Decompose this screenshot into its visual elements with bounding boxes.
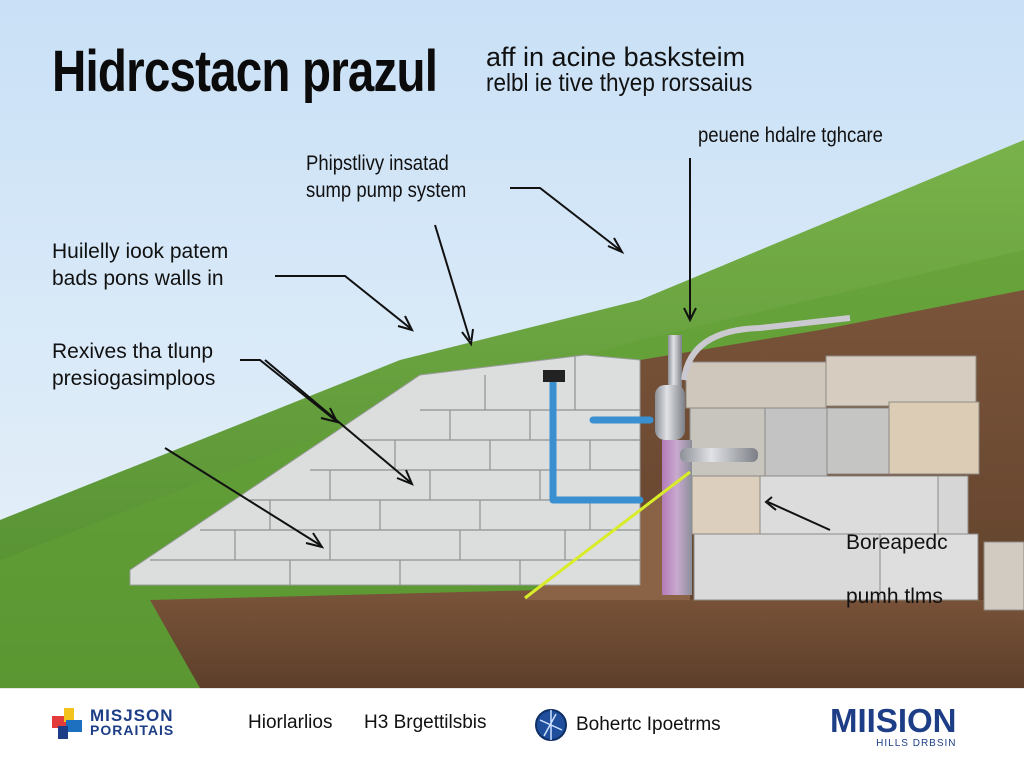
soil-ground <box>150 590 1024 688</box>
callout-stone-wall: Boreapedc pumh tlms <box>846 516 948 624</box>
mission-portals-icon <box>52 708 82 739</box>
diagram-scene: Hidrcstacn prazul aff in acine basksteim… <box>0 0 1024 688</box>
logo-mission-hills: MIISION HILLS DRBSIN <box>830 704 957 750</box>
logo4-line2: HILLS DRBSIN <box>876 738 957 749</box>
logo1-line1: MISJSON <box>90 706 174 725</box>
callout-top-right: peuene hdalre tghcare <box>698 122 883 149</box>
logo3-text: Bohertc Ipoetrms <box>576 714 721 735</box>
blue-drain-pipe <box>549 376 654 504</box>
callout-relieves: Rexives tha tlunp presiogasimploos <box>52 338 215 392</box>
pipe-cap <box>543 370 565 382</box>
logo1-line2: PORAITAIS <box>90 722 175 738</box>
callout-sump-pump: Phipstlivy insatad sump pump system <box>306 150 466 204</box>
yellow-marker-line <box>524 470 691 600</box>
logo-globe-partner: Bohertc Ipoetrms <box>534 708 721 742</box>
callout-arrows <box>164 158 831 549</box>
stone-retaining-wall <box>685 355 1024 611</box>
callout-text: Huilelly iook patem <box>52 240 229 263</box>
sump-pump-pipe <box>655 315 851 595</box>
callout-text: presiogasimploos <box>52 367 216 390</box>
hillside-illustration <box>0 140 1024 688</box>
subtitle-line-1: aff in acine basksteim <box>486 42 746 72</box>
callout-text: Boreapedc <box>846 531 948 554</box>
callout-text: bads pons walls in <box>52 267 224 290</box>
callout-text: pumh tlms <box>846 585 943 608</box>
subtitle-line-2: relbl ie tive thyep rorssaius <box>486 69 753 97</box>
callout-walls: Huilelly iook patem bads pons walls in <box>52 238 228 292</box>
callout-text: peuene hdalre tghcare <box>698 124 883 147</box>
logo-mission-portals: MISJSON PORAITAIS <box>50 706 174 740</box>
diagram-subtitle: aff in acine basksteim relbl ie tive thy… <box>486 44 782 96</box>
footer-text-2: H3 Brgettilsbis <box>364 712 487 733</box>
diagram-title: Hidrcstacn prazul <box>52 39 438 104</box>
globe-icon <box>535 709 567 741</box>
callout-text: Phipstlivy insatad <box>306 152 449 175</box>
logo4-line1: MIISION <box>830 702 957 739</box>
footer-text-1: Hiorlarlios <box>248 712 333 733</box>
callout-text: Rexives tha tlunp <box>52 340 214 363</box>
callout-text: sump pump system <box>306 179 467 202</box>
sponsor-footer <box>0 688 1024 768</box>
